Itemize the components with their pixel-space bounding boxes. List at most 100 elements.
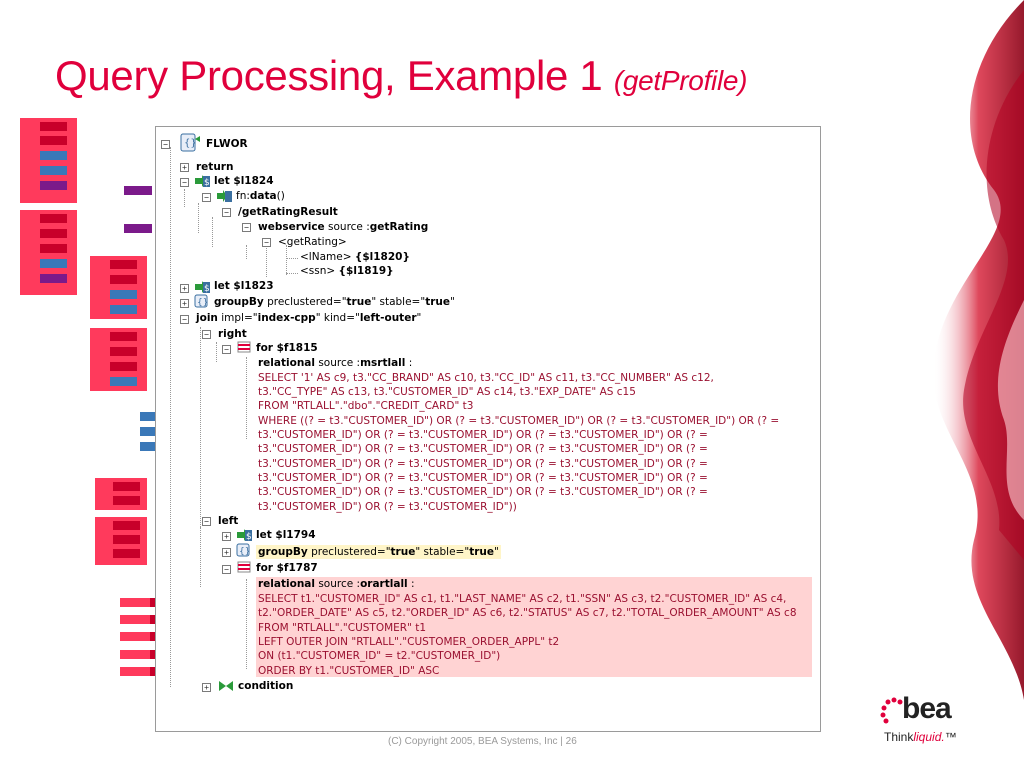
sql-line: t3."CUSTOMER_ID") OR (? = t3."CUSTOMER_I… [258, 443, 708, 455]
bar-purple [124, 186, 152, 195]
collapse-toggle[interactable]: − [222, 565, 231, 574]
node-right[interactable]: right [218, 328, 247, 340]
groupby-attr: " stable=" [371, 296, 426, 308]
relational-source: source : [314, 357, 361, 369]
slide-title-main: Query Processing, Example 1 [55, 52, 603, 99]
collapse-toggle[interactable]: − [180, 178, 189, 187]
node-relational-1[interactable]: relational source :msrtlall : [258, 356, 412, 370]
svg-text:$: $ [204, 178, 210, 188]
collapse-toggle[interactable]: − [202, 330, 211, 339]
bar-split [120, 632, 176, 641]
sql-line: t3."CUSTOMER_ID") OR (? = t3."CUSTOMER_I… [258, 501, 517, 513]
node-for-1815[interactable]: for $f1815 [256, 342, 318, 354]
bar-blue [140, 427, 166, 436]
expand-toggle[interactable]: + [202, 683, 211, 692]
node-webservice[interactable]: webservice source :getRating [258, 220, 428, 234]
collapse-toggle[interactable]: − [242, 223, 251, 232]
node-return[interactable]: return [196, 161, 234, 173]
let-icon: $ [237, 529, 252, 542]
node-get-rating-result[interactable]: /getRatingResult [238, 206, 338, 218]
bar-red [113, 521, 140, 530]
logo-swoosh-icon [880, 697, 903, 724]
sql-line: FROM "RTLALL"."CUSTOMER" t1 [258, 622, 427, 634]
bar-red [110, 275, 137, 284]
bar-red [110, 347, 137, 356]
query-plan-tree: − {} FLWOR + return − $ let $l1824 − fn:… [155, 126, 821, 732]
node-condition[interactable]: condition [238, 680, 294, 692]
node-let-1794[interactable]: let $l1794 [256, 529, 316, 541]
relational-keyword: relational [258, 357, 315, 369]
node-for-1787[interactable]: for $f1787 [256, 562, 318, 574]
relational-source: source : [314, 578, 361, 590]
for-icon [237, 341, 251, 353]
node-groupby-2[interactable]: groupBy preclustered="true" stable="true… [256, 545, 501, 559]
sql-line: ON (t1."CUSTOMER_ID" = t2."CUSTOMER_ID") [258, 650, 501, 662]
join-value: index-cpp [257, 312, 316, 324]
expand-toggle[interactable]: + [180, 284, 189, 293]
node-relational-2[interactable]: relational source :orartlall : [258, 577, 415, 591]
sql-line: WHERE ((? = t3."CUSTOMER_ID") OR (? = t3… [258, 415, 780, 427]
expand-toggle[interactable]: + [180, 299, 189, 308]
node-join[interactable]: join impl="index-cpp" kind="left-outer" [196, 311, 421, 325]
bar-red [40, 136, 67, 145]
webservice-keyword: webservice [258, 221, 325, 233]
relational-name: msrtlall [360, 357, 406, 369]
logo-tag-think: Think [884, 730, 914, 744]
webservice-source: source : [324, 221, 370, 233]
sql-line: t3."CUSTOMER_ID") OR (? = t3."CUSTOMER_I… [258, 429, 708, 441]
node-flwor[interactable]: FLWOR [206, 138, 248, 150]
groupby-attr: preclustered=" [307, 546, 391, 558]
slide-title-sub: (getProfile) [613, 65, 748, 96]
groupby-value: true [425, 296, 450, 308]
node-left[interactable]: left [218, 515, 239, 527]
bar-blue [140, 442, 166, 451]
sql-line: SELECT t1."CUSTOMER_ID" AS c1, t1."LAST_… [258, 593, 787, 605]
bar-red [110, 362, 137, 371]
bar-red [40, 214, 67, 223]
bar-blue [110, 290, 137, 299]
expand-toggle[interactable]: + [180, 163, 189, 172]
collapse-toggle[interactable]: − [180, 315, 189, 324]
groupby-end: " [449, 296, 455, 308]
collapse-toggle[interactable]: − [262, 238, 271, 247]
expand-toggle[interactable]: + [222, 532, 231, 541]
bar-blue [110, 305, 137, 314]
node-ssn[interactable]: <ssn> {$l1819} [300, 264, 394, 278]
sql-line: LEFT OUTER JOIN "RTLALL"."CUSTOMER_ORDER… [258, 636, 560, 648]
sql-line: t2."ORDER_DATE" AS c5, t2."ORDER_ID" AS … [258, 607, 797, 619]
bar-red [40, 244, 67, 253]
node-let-1823[interactable]: let $l1823 [214, 280, 274, 292]
collapse-toggle[interactable]: − [202, 517, 211, 526]
bar-blue [40, 166, 67, 175]
collapse-toggle[interactable]: − [202, 193, 211, 202]
webservice-name: getRating [369, 221, 429, 233]
bar-purple [40, 181, 67, 190]
bar-blue [140, 412, 166, 421]
svg-text:{}: {} [239, 547, 250, 557]
collapse-toggle[interactable]: − [222, 345, 231, 354]
node-let-1824[interactable]: let $l1824 [214, 175, 274, 187]
node-fn-data[interactable]: fn:data() [236, 189, 285, 203]
fn-suffix: () [276, 190, 285, 202]
groupby-value: true [469, 546, 494, 558]
sql-line: SELECT '1' AS c9, t3."CC_BRAND" AS c10, … [258, 372, 714, 384]
groupby-attr: preclustered=" [263, 296, 347, 308]
sql-line: t3."CUSTOMER_ID") OR (? = t3."CUSTOMER_I… [258, 486, 708, 498]
bar-red [40, 229, 67, 238]
bea-logo: bea Thinkliquid.™ [880, 690, 980, 750]
node-get-rating-tag[interactable]: <getRating> [278, 236, 347, 248]
bar-split [120, 667, 176, 676]
node-lname[interactable]: <lName> {$l1820} [300, 250, 410, 264]
slide-title: Query Processing, Example 1 (getProfile) [55, 52, 748, 100]
expand-toggle[interactable]: + [222, 548, 231, 557]
node-groupby-1[interactable]: groupBy preclustered="true" stable="true… [214, 295, 455, 309]
bar-blue [110, 377, 137, 386]
join-end: " [416, 312, 422, 324]
svg-text:$: $ [246, 532, 252, 542]
groupby-value: true [346, 296, 372, 308]
collapse-toggle[interactable]: − [222, 208, 231, 217]
let-icon: $ [195, 175, 210, 188]
collapse-toggle[interactable]: − [161, 140, 170, 149]
ssn-tag: <ssn> [300, 265, 336, 277]
lname-tag: <lName> [300, 251, 352, 263]
